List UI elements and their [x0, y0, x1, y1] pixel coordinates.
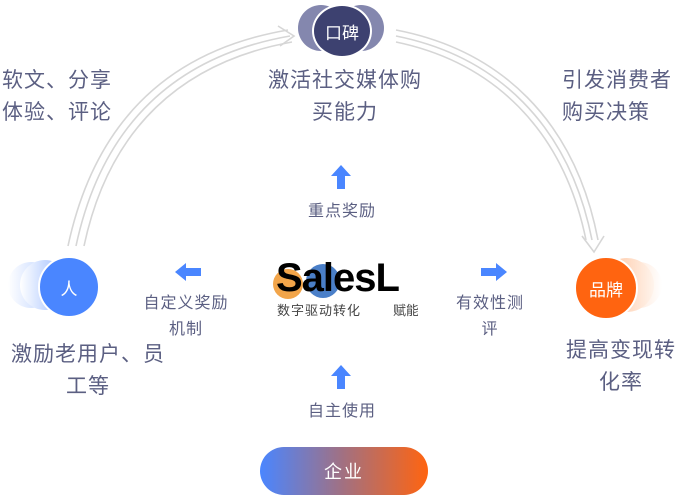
top-left-line-2: 体验、评论 [2, 100, 112, 124]
brand-label: 品牌 [589, 280, 623, 301]
top-center-line-1: 激活社交媒体购 [268, 68, 422, 92]
arrow-left-icon [175, 263, 201, 281]
bottom-right-line-2: 化率 [599, 370, 643, 394]
word-of-mouth-node: 口碑 [312, 4, 372, 58]
arrow-right-label-line-2: 评 [481, 319, 499, 338]
logo-tagline: 数字驱动转化 [277, 304, 362, 319]
left-arc [67, 25, 296, 247]
arrow-left-label-line-1: 自定义奖励 [143, 293, 229, 312]
people-node: 人 [38, 256, 100, 318]
logo-orange-circle [273, 269, 303, 299]
logo-wordmark: SalesL [276, 256, 400, 300]
arrow-up-top-label: 重点奖励 [307, 201, 376, 220]
top-right-text: 引发消费者 购买决策 [562, 64, 672, 128]
arrow-left-label-line-2: 机制 [168, 319, 203, 338]
arrow-up-bottom-icon [331, 365, 351, 389]
top-right-line-2: 购买决策 [562, 100, 650, 124]
arrow-up-bottom-label: 自主使用 [307, 401, 376, 420]
people-label: 人 [60, 279, 78, 300]
arrow-right-icon [481, 263, 507, 281]
arrow-right-label-line-1: 有效性测 [455, 293, 524, 312]
bottom-left-line-2: 工等 [66, 374, 110, 398]
arrow-up-top-icon [331, 165, 351, 189]
top-left-line-1: 软文、分享 [2, 68, 112, 92]
right-arc [395, 29, 605, 254]
brand-node: 品牌 [574, 256, 638, 320]
enterprise-label: 企业 [324, 462, 364, 483]
top-right-line-1: 引发消费者 [562, 68, 672, 92]
top-center-line-2: 买能力 [312, 100, 378, 124]
bottom-left-line-1: 激励老用户、员 [11, 342, 165, 366]
arrow-right-label: 有效性测 评 [440, 290, 540, 342]
logo-tagline-cut: 赋能 [393, 304, 418, 319]
enterprise-button[interactable]: 企业 [260, 447, 428, 495]
bottom-right-text: 提高变现转 化率 [552, 334, 690, 398]
bottom-right-line-1: 提高变现转 [566, 338, 676, 362]
word-of-mouth-label: 口碑 [325, 23, 359, 44]
top-center-text: 激活社交媒体购 买能力 [240, 64, 450, 128]
logo-blue-circle [306, 264, 340, 298]
bottom-left-text: 激励老用户、员 工等 [0, 338, 176, 402]
arrow-left-label: 自定义奖励 机制 [126, 290, 246, 342]
top-left-text: 软文、分享 体验、评论 [2, 64, 112, 128]
saleslink-logo: SalesL 数字驱动转化 赋能 [270, 256, 430, 319]
